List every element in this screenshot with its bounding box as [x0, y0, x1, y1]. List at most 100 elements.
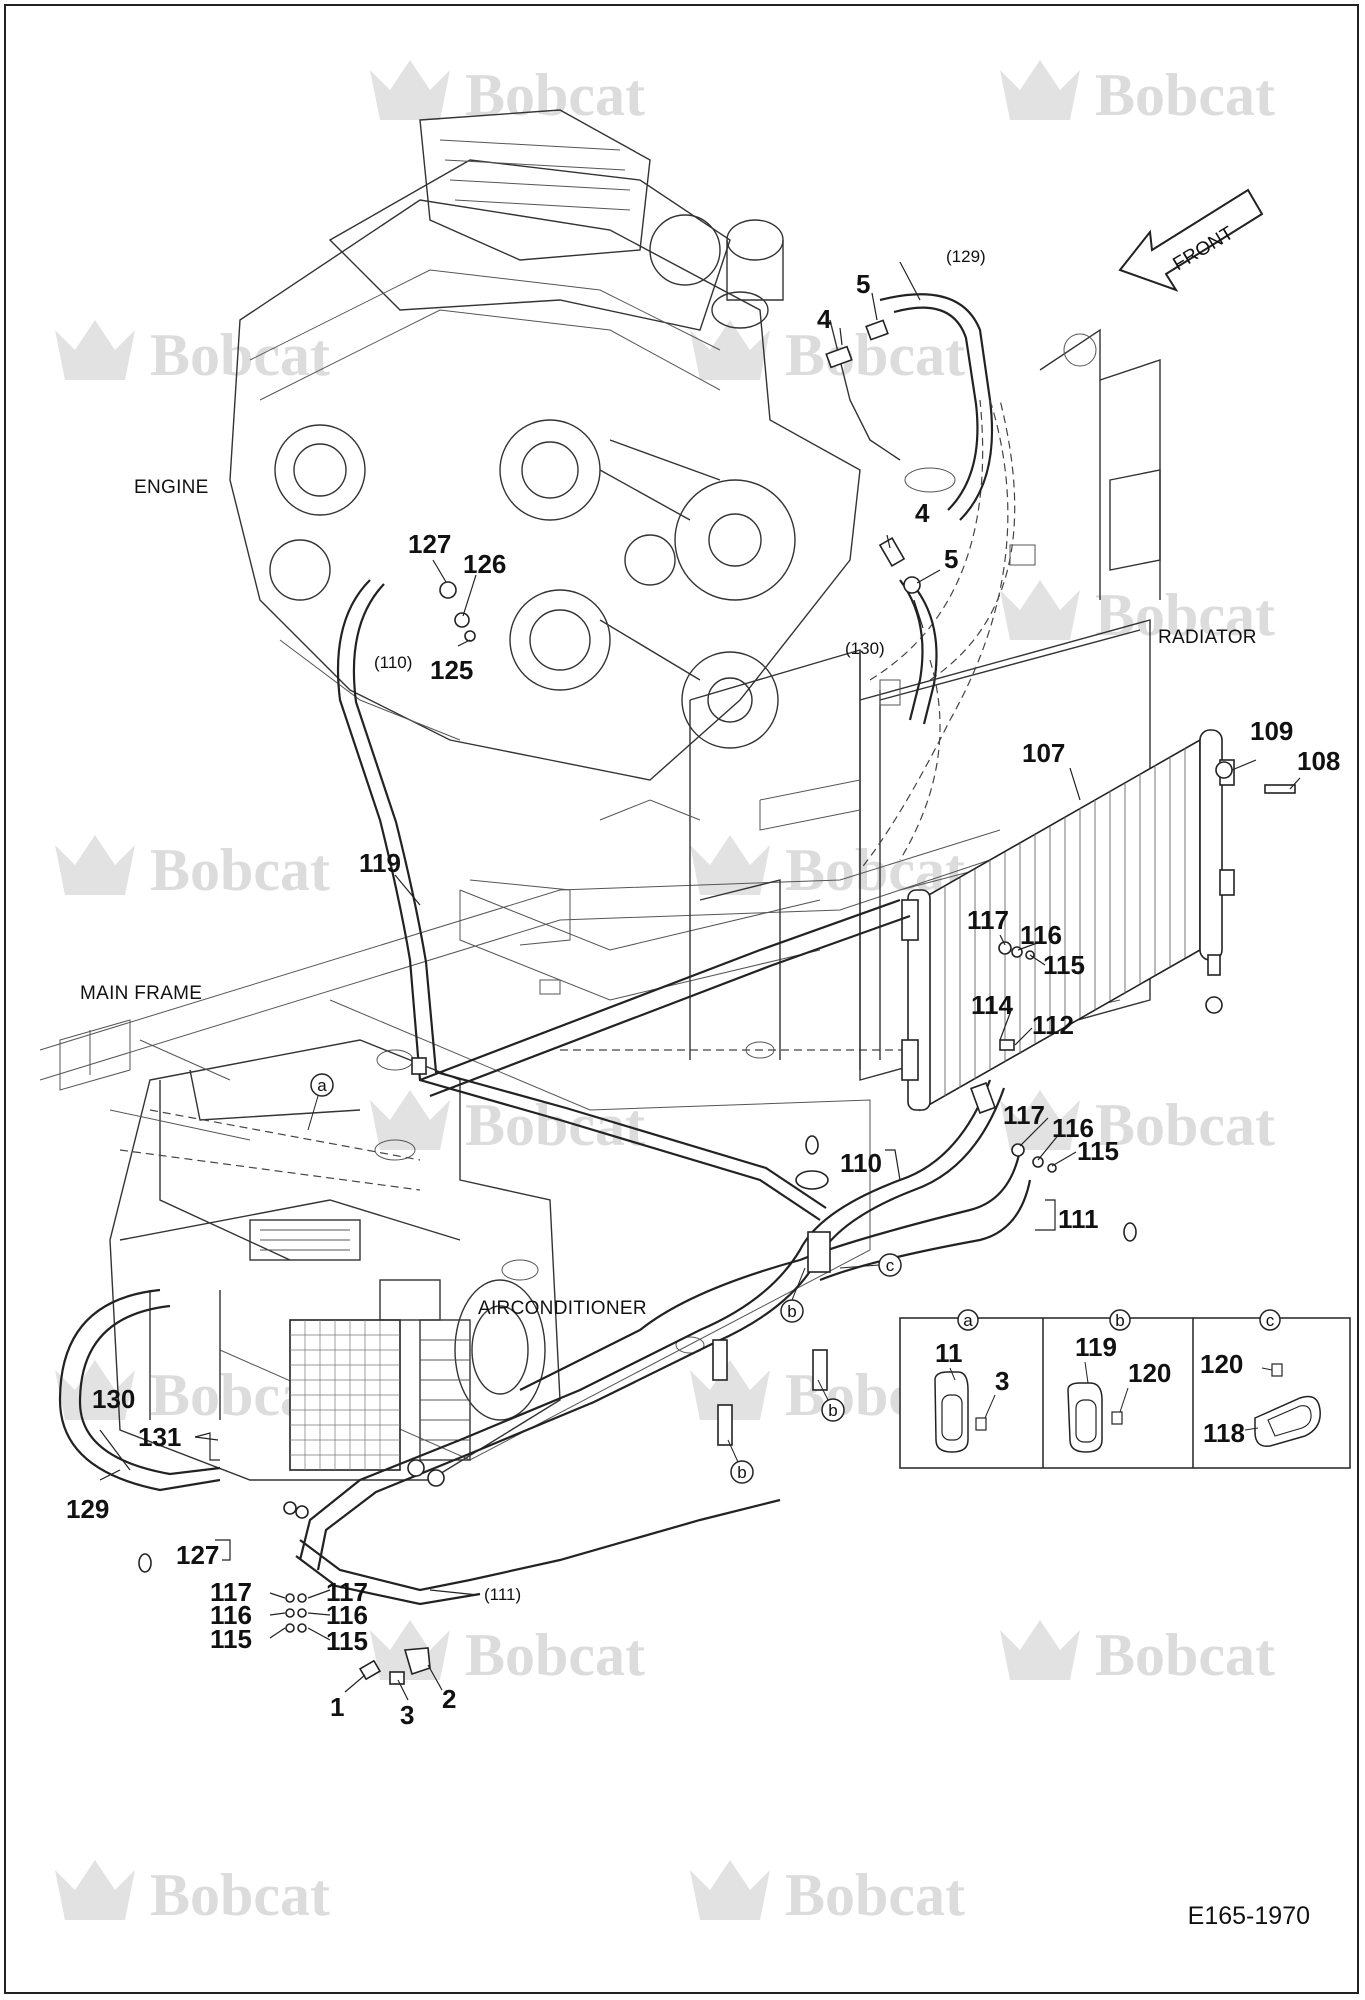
condenser-107	[901, 729, 1235, 1112]
callout-116-upper: 116	[1020, 920, 1062, 950]
main-frame-label: MAIN FRAME	[80, 983, 202, 1004]
callout-5-mid: 5	[944, 544, 958, 574]
svg-text:b: b	[1115, 1311, 1124, 1330]
svg-text:Bobcat: Bobcat	[465, 62, 645, 128]
callout-4-top: 4	[817, 304, 832, 334]
detail-a-part-11: 11	[935, 1338, 963, 1368]
callout-116-lower: 116	[1052, 1113, 1094, 1143]
svg-text:b: b	[737, 1463, 746, 1482]
detail-a-part-3: 3	[995, 1366, 1009, 1396]
callout-130-mid: (130)	[845, 639, 885, 658]
callout-114: 114	[971, 990, 1013, 1020]
callout-130: 130	[92, 1384, 135, 1414]
radiator-drawing: RADIATOR	[689, 328, 1257, 1081]
callout-110-paren: (110)	[374, 653, 412, 672]
view-markers: a b b b c	[307, 1073, 902, 1484]
view-marker-b: b	[817, 1379, 845, 1422]
callout-5-top: 5	[856, 269, 870, 299]
main-frame-drawing	[39, 829, 1001, 1461]
callout-1: 1	[330, 1692, 344, 1722]
svg-text:c: c	[1266, 1311, 1275, 1330]
hose-routing	[58, 293, 1032, 1606]
callout-117-upper: 117	[967, 905, 1009, 935]
detail-box-b: b 119 120	[1067, 1309, 1171, 1453]
drawing-reference-number: E165-1970	[1188, 1902, 1310, 1930]
svg-text:b: b	[787, 1302, 796, 1321]
callout-129: 129	[66, 1494, 109, 1524]
view-marker-b: b	[780, 1267, 806, 1323]
callout-125: 125	[430, 655, 473, 685]
callout-109: 109	[1250, 716, 1293, 746]
callout-112: 112	[1032, 1010, 1074, 1040]
front-direction-arrow: FRONT	[1118, 188, 1264, 292]
engine-drawing: ENGINE	[134, 109, 901, 821]
svg-text:Bobcat: Bobcat	[1095, 582, 1275, 648]
callout-127: 127	[176, 1540, 219, 1570]
watermark-logo: Bobcat	[55, 835, 330, 903]
watermark-logo: Bobcat	[1000, 580, 1275, 648]
callout-115-upper: 115	[1043, 950, 1085, 980]
view-marker-a: a	[307, 1073, 334, 1131]
callouts: (129) 4 5 4 5 (130) 127 126 (110) 125 10…	[66, 247, 1340, 1730]
watermark-logo: Bobcat	[55, 320, 330, 388]
svg-text:Bobcat: Bobcat	[150, 1862, 330, 1928]
svg-text:Bobcat: Bobcat	[1095, 1092, 1275, 1158]
callout-115-left: 115	[210, 1624, 252, 1654]
svg-text:c: c	[886, 1256, 895, 1275]
radiator-label: RADIATOR	[1158, 627, 1257, 648]
callout-129-top: (129)	[946, 247, 986, 266]
svg-text:a: a	[317, 1076, 327, 1095]
callout-116-right: 116	[326, 1600, 368, 1630]
detail-boxes: a 11 3 b 119 120 c 120 118	[899, 1309, 1351, 1469]
view-marker-c: c	[839, 1253, 902, 1277]
airconditioner-label: AIRCONDITIONER	[478, 1298, 647, 1319]
detail-box-c: c 120 118	[1200, 1309, 1321, 1448]
detail-b-part-119: 119	[1075, 1332, 1117, 1362]
watermark-logo: Bobcat	[1000, 1620, 1275, 1688]
detail-box-a: a 11 3	[934, 1309, 1009, 1453]
callout-131: 131	[138, 1422, 181, 1452]
sheet-border	[4, 4, 1359, 1994]
callout-107: 107	[1022, 738, 1065, 768]
engine-label: ENGINE	[134, 477, 209, 498]
callout-110: 110	[840, 1148, 882, 1178]
callout-111-paren: (111)	[484, 1585, 521, 1604]
watermark-logo: Bobcat	[1000, 60, 1275, 128]
callout-116-left: 116	[210, 1600, 252, 1630]
detail-c-part-118: 118	[1203, 1418, 1245, 1448]
callout-4-mid: 4	[915, 498, 930, 528]
watermark-logo: Bobcat	[1000, 1090, 1275, 1158]
watermark-logo: Bobcat	[55, 1860, 330, 1928]
watermark-logo: Bobcat	[690, 1860, 965, 1928]
svg-text:Bobcat: Bobcat	[1095, 1622, 1275, 1688]
callout-111: 111	[1058, 1204, 1099, 1234]
leader-lines	[99, 261, 1301, 1701]
callout-117-lower: 117	[1003, 1100, 1045, 1130]
watermark-layer: Bobcat Bobcat Bobcat Bobcat Bobcat Bobca…	[55, 60, 1275, 1928]
callout-3: 3	[400, 1700, 414, 1730]
svg-text:Bobcat: Bobcat	[465, 1622, 645, 1688]
svg-text:Bobcat: Bobcat	[465, 1092, 645, 1158]
watermark-logo: Bobcat	[370, 60, 645, 128]
callout-126: 126	[463, 549, 506, 579]
callout-119: 119	[359, 848, 401, 878]
svg-text:Bobcat: Bobcat	[1095, 62, 1275, 128]
callout-117-right: 117	[326, 1577, 368, 1607]
view-marker-b: b	[727, 1439, 754, 1484]
svg-text:b: b	[828, 1401, 837, 1420]
svg-text:Bobcat: Bobcat	[150, 837, 330, 903]
callout-117-left: 117	[210, 1577, 252, 1607]
watermark-logo: Bobcat	[370, 1090, 645, 1158]
detail-c-part-120: 120	[1200, 1349, 1243, 1379]
callout-127-engine: 127	[408, 529, 451, 559]
callout-2: 2	[442, 1684, 456, 1714]
callout-108: 108	[1297, 746, 1340, 776]
detail-b-part-120: 120	[1128, 1358, 1171, 1388]
svg-text:Bobcat: Bobcat	[150, 322, 330, 388]
evaporator-core-mesh	[290, 1320, 400, 1470]
svg-text:a: a	[963, 1311, 973, 1330]
svg-text:Bobcat: Bobcat	[785, 1862, 965, 1928]
callout-115-lower: 115	[1077, 1136, 1119, 1166]
